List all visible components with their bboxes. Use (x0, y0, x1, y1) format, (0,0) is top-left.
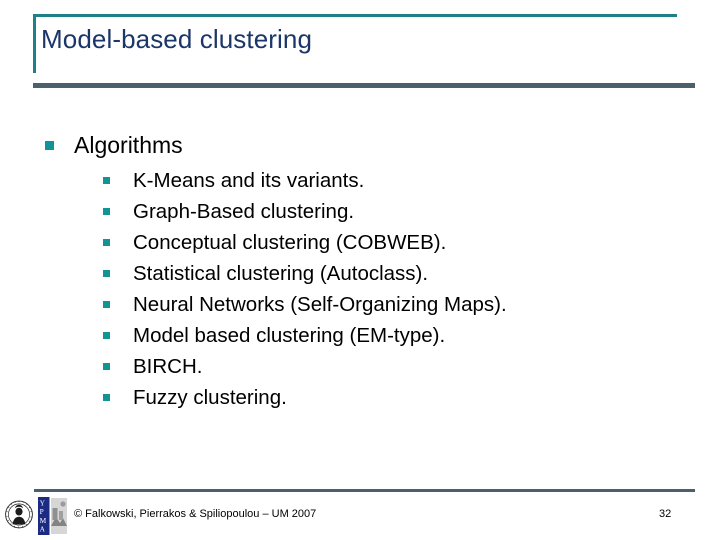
list-item: Neural Networks (Self-Organizing Maps). (103, 290, 720, 321)
footer-rule (34, 489, 695, 492)
list-item-label: Model based clustering (EM-type). (133, 324, 446, 347)
institute-logo: Y P M A (38, 497, 67, 535)
title-bottom-rule (33, 83, 695, 88)
list-item: Graph-Based clustering. (103, 197, 720, 228)
bullet-level2-list: K-Means and its variants. Graph-Based cl… (0, 166, 720, 414)
list-item: BIRCH. (103, 352, 720, 383)
svg-text:M: M (40, 516, 47, 525)
square-bullet-icon (103, 177, 110, 184)
svg-text:Y: Y (40, 499, 46, 508)
square-bullet-icon (103, 332, 110, 339)
list-item: Conceptual clustering (COBWEB). (103, 228, 720, 259)
list-item-label: Statistical clustering (Autoclass). (133, 262, 429, 285)
title-top-rule (33, 14, 677, 17)
bullet-level1-algorithms: Algorithms (45, 130, 720, 160)
list-item: K-Means and its variants. (103, 166, 720, 197)
bullet-level1-label: Algorithms (74, 132, 183, 158)
slide-body: Algorithms K-Means and its variants. Gra… (0, 130, 720, 414)
square-bullet-icon (103, 363, 110, 370)
list-item-label: BIRCH. (133, 355, 203, 378)
list-item-label: Conceptual clustering (COBWEB). (133, 231, 447, 254)
footer-copyright: © Falkowski, Pierrakos & Spiliopoulou – … (74, 508, 317, 520)
list-item-label: K-Means and its variants. (133, 169, 365, 192)
square-bullet-icon (45, 141, 54, 150)
list-item: Fuzzy clustering. (103, 383, 720, 414)
square-bullet-icon (103, 239, 110, 246)
square-bullet-icon (103, 301, 110, 308)
list-item-label: Graph-Based clustering. (133, 200, 355, 223)
list-item-label: Fuzzy clustering. (133, 386, 287, 409)
list-item: Model based clustering (EM-type). (103, 321, 720, 352)
square-bullet-icon (103, 208, 110, 215)
square-bullet-icon (103, 394, 110, 401)
list-item: Statistical clustering (Autoclass). (103, 259, 720, 290)
page-number: 32 (659, 508, 672, 520)
square-bullet-icon (103, 270, 110, 277)
university-seal-logo (5, 500, 33, 529)
page-title: Model-based clustering (41, 24, 313, 54)
svg-text:P: P (40, 507, 44, 516)
list-item-label: Neural Networks (Self-Organizing Maps). (133, 293, 507, 316)
title-left-rule (33, 14, 36, 73)
svg-text:A: A (40, 524, 46, 533)
